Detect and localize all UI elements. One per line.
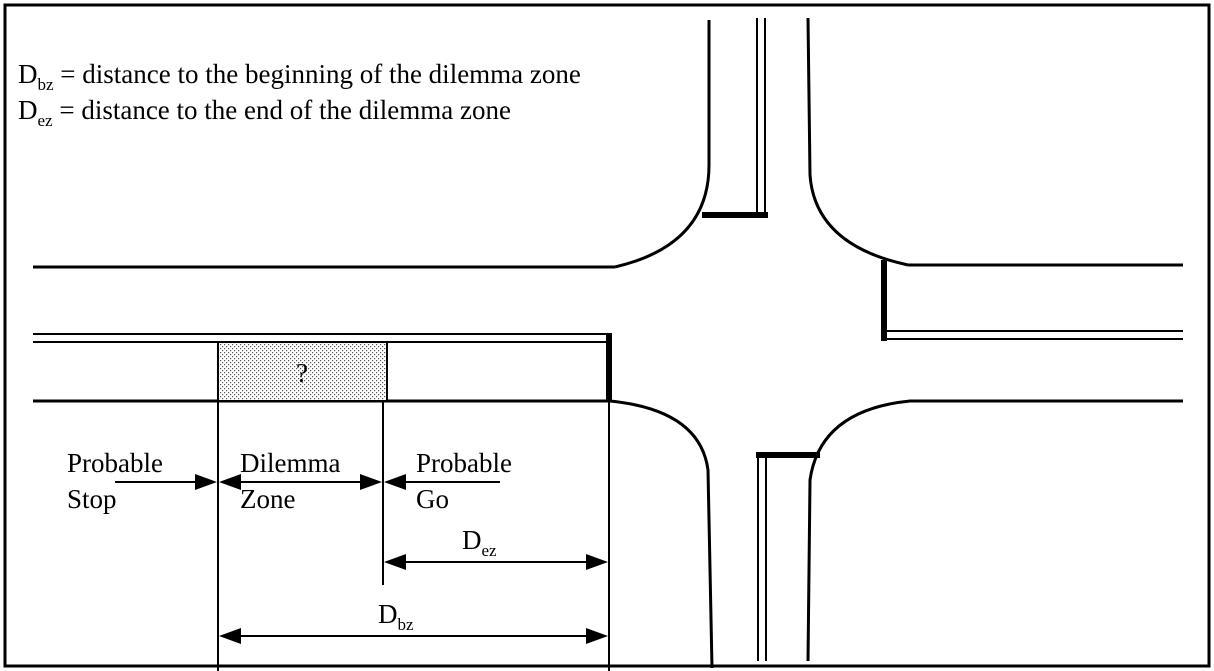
north-road-right-curb [806,17,909,267]
dbz-label: Dbz [378,599,414,634]
east-south-curb-return [806,399,1183,662]
region-labels: Probable Stop Dilemma Zone Probable Go [67,448,512,514]
legend-line-bz: Dbz = distance to the beginning of the d… [18,59,581,94]
north-road-left-curb [614,20,711,269]
dilemma-zone-arrowhead-right [360,474,382,490]
probable-stop-label-line1: Probable [67,448,163,478]
probable-go-arrowhead [384,474,406,490]
figure-frame [3,3,1211,668]
dilemma-zone-label-line1: Dilemma [240,448,340,478]
dez-label: Dez [462,525,497,560]
dez-arrowhead-left [384,554,406,570]
region-arrows [115,474,500,490]
probable-go-label-line1: Probable [416,448,512,478]
dilemma-zone-box [217,341,388,402]
probable-go-label-line2: Go [416,484,449,514]
dilemma-zone-label-line2: Zone [240,484,295,514]
dbz-arrowhead-right [586,628,608,644]
west-south-curb-return [609,399,714,669]
dbz-arrowhead-left [219,628,241,644]
dez-arrowhead-right [586,554,608,570]
dilemma-zone-question-mark: ? [296,358,308,388]
legend: Dbz = distance to the beginning of the d… [18,59,581,130]
probable-stop-arrowhead [195,474,217,490]
dimension-arrows [219,554,608,644]
legend-line-ez: Dez = distance to the end of the dilemma… [18,95,511,130]
intersection-roads [33,17,1183,669]
extension-lines [217,401,610,671]
probable-stop-label-line2: Stop [67,484,117,514]
dilemma-zone-arrowhead-left [219,474,241,490]
